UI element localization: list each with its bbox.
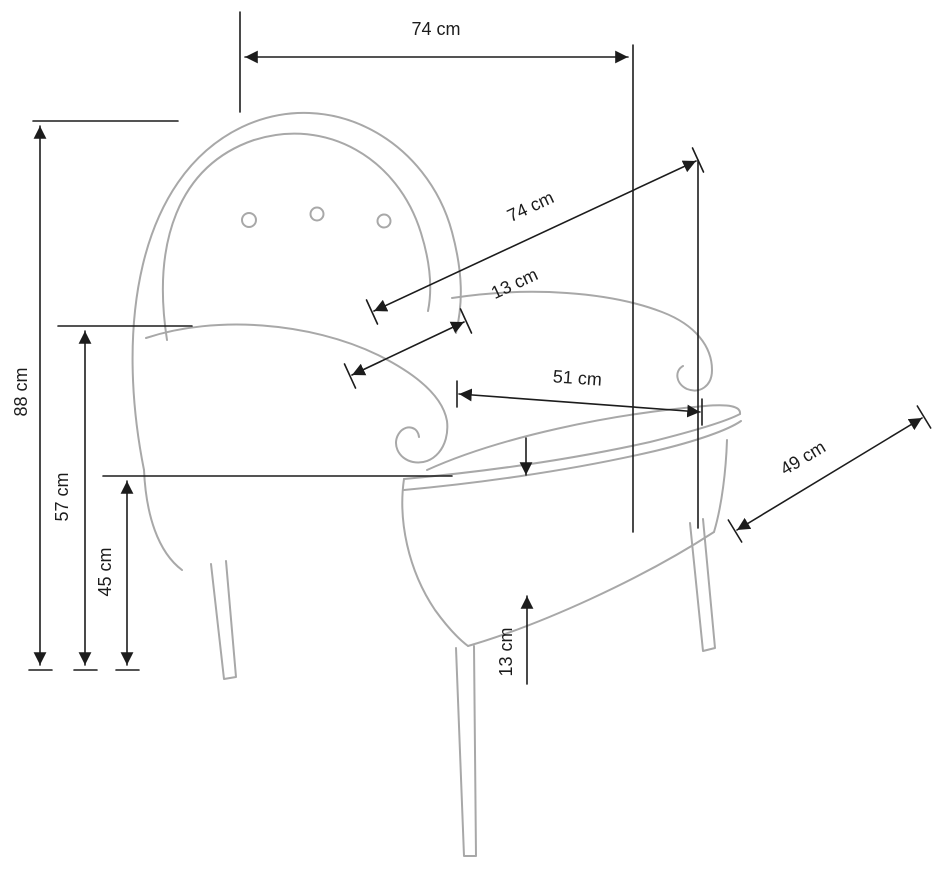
dim-seat-depth-arrow	[736, 417, 923, 531]
dimension-label-armrest-thickness: 13 cm	[488, 264, 541, 303]
dim-diagonal-depth: 74 cm	[365, 147, 705, 529]
dim-seat-height: 45 cm	[95, 475, 453, 671]
chair-base-bottom-edge	[467, 531, 715, 647]
chair-leg-right	[689, 518, 716, 652]
dimension-label-seat-depth: 49 cm	[777, 437, 829, 479]
chair-backrest-outer	[131, 111, 462, 471]
armchair-drawing	[131, 111, 742, 857]
dim-armrest-thickness: 13 cm	[343, 264, 541, 389]
dim-seat-depth: 49 cm	[727, 405, 932, 543]
dim-armrest-height: 57 cm	[52, 325, 193, 671]
chair-seat-piping	[403, 420, 742, 491]
dim-seat-width-arrow	[458, 388, 701, 418]
dim-diagonal-depth-arrow	[373, 160, 697, 312]
dim-armrest-thickness-tick-right	[459, 308, 473, 334]
chair-button-left	[241, 212, 257, 228]
chair-seat-top-edge	[426, 404, 741, 471]
chair-base-front-edge	[401, 478, 469, 647]
chair-leg-front	[455, 645, 477, 857]
dimension-label-seat-width: 51 cm	[552, 366, 602, 389]
dim-seat-depth-tick-left	[727, 519, 743, 543]
chair-seat-front-edge	[403, 413, 741, 480]
dim-seat-width: 51 cm	[456, 366, 703, 426]
dim-seat-depth-tick-right	[916, 405, 932, 429]
dimension-label-armrest-height: 57 cm	[52, 472, 72, 521]
dim-diagonal-depth-tick-left	[365, 299, 379, 325]
chair-left-armrest	[145, 323, 449, 464]
dimension-label-diagonal-depth: 74 cm	[504, 187, 557, 226]
chair-backrest-inner	[161, 132, 432, 341]
dim-overall-height: 88 cm	[11, 120, 179, 671]
chair-button-right	[376, 213, 392, 229]
dimension-label-top-width: 74 cm	[411, 19, 460, 39]
dim-cushion-thickness: 13 cm	[496, 437, 534, 685]
chair-base-right-edge	[713, 439, 728, 533]
dim-armrest-thickness-arrow	[351, 321, 465, 376]
dimension-label-overall-height: 88 cm	[11, 367, 31, 416]
chair-leg-left	[210, 560, 237, 680]
chair-button-middle	[309, 206, 325, 222]
dimension-label-seat-height: 45 cm	[95, 547, 115, 596]
chair-left-side-edge	[143, 469, 183, 571]
dim-armrest-thickness-tick-left	[343, 363, 357, 389]
dimension-label-cushion-thickness: 13 cm	[496, 627, 516, 676]
